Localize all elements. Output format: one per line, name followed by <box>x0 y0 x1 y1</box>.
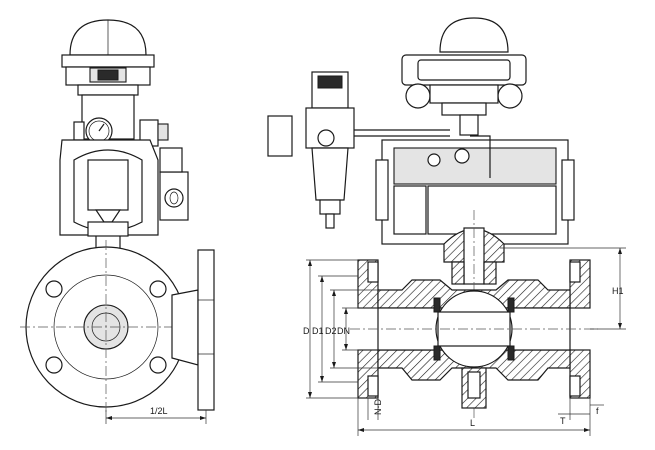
dimension-height: H1 <box>500 247 626 330</box>
section-view: D D1 D2 DN H1 <box>267 17 626 436</box>
dim-T-label: T <box>560 416 566 426</box>
actuator-body <box>375 135 575 245</box>
dim-f-label: f <box>596 406 599 416</box>
dim-D2-label: D2 <box>325 326 337 336</box>
filter-regulator-right <box>267 71 450 229</box>
dim-H1-label: H1 <box>612 286 624 296</box>
mounting-bracket-left <box>59 139 189 236</box>
dim-D-label: D <box>303 326 310 336</box>
side-view: 1/2L <box>20 19 215 424</box>
flange-face-left <box>20 240 195 415</box>
dimension-length: L N-D T f <box>357 398 604 436</box>
dim-ND-label: N-D <box>373 399 383 415</box>
dim-DN-label: DN <box>337 326 350 336</box>
positioner-dome-left <box>61 19 155 96</box>
dimension-diameters: D D1 D2 DN <box>303 259 378 399</box>
valve-body-section <box>350 259 598 409</box>
dim-D1-label: D1 <box>312 326 324 336</box>
positioner-right <box>401 17 527 136</box>
body-side-profile <box>171 249 215 411</box>
stem-collar-left <box>87 221 129 237</box>
filter-regulator-left <box>73 94 169 147</box>
dim-half-length-label: 1/2L <box>150 406 168 416</box>
dim-L-label: L <box>470 418 475 428</box>
dimension-half-length: 1/2L <box>105 406 207 424</box>
